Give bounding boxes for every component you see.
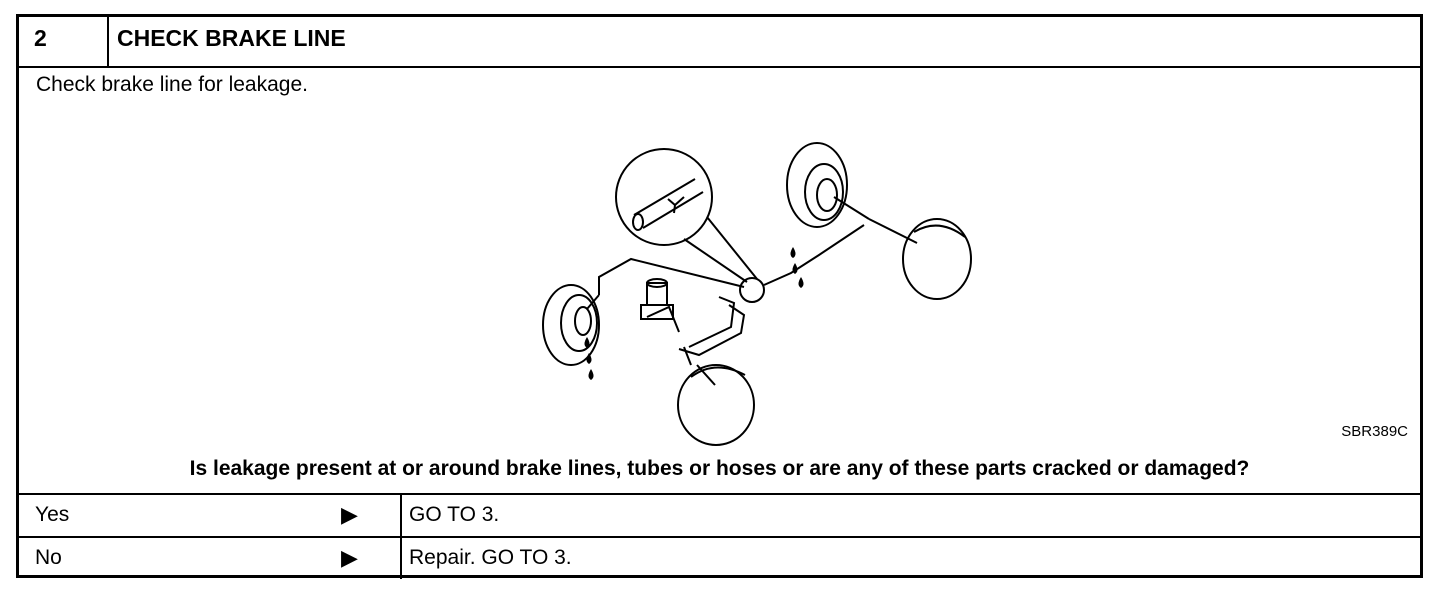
leak-drops [584,247,804,380]
front-right-wheel [677,364,755,446]
magnifier-circle [615,148,713,246]
step-title: CHECK BRAKE LINE [117,25,346,51]
leak-point-circle [739,277,765,303]
inspection-step-table: 2 CHECK BRAKE LINE Check brake line for … [16,14,1423,579]
answer-label: Yes [35,503,70,526]
step-header: 2 CHECK BRAKE LINE [19,17,1420,68]
arrow-right-icon: ▶ [341,545,358,570]
answer-label: No [35,546,62,569]
brake-line-diagram [542,142,972,446]
answer-action: GO TO 3. [409,503,500,526]
rear-right-drum [786,142,848,228]
column-divider [400,495,402,536]
column-divider [400,538,402,579]
arrow-right-icon: ▶ [341,502,358,527]
inspection-question: Is leakage present at or around brake li… [189,457,1250,480]
rear-left-wheel [902,218,972,300]
answer-row-no: No ▶ Repair. GO TO 3. [19,536,1420,579]
answer-row-yes: Yes ▶ GO TO 3. [19,493,1420,536]
front-left-disc [542,284,600,366]
step-number: 2 [19,17,109,66]
answer-action: Repair. GO TO 3. [409,546,572,569]
figure-code: SBR389C [1341,423,1408,440]
step-instruction: Check brake line for leakage. [36,73,308,96]
